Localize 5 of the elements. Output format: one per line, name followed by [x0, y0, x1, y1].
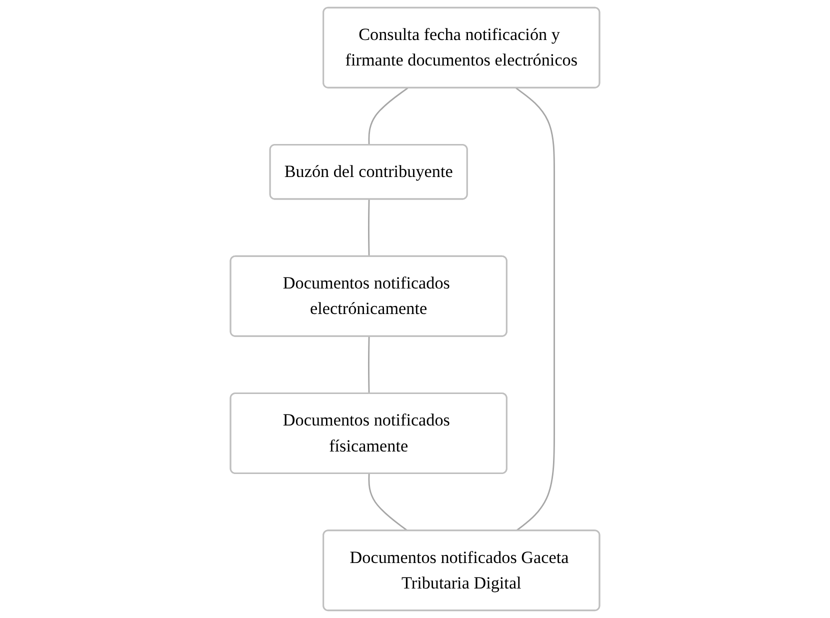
connector	[368, 474, 408, 532]
connector	[368, 336, 370, 394]
connector	[368, 199, 370, 257]
connector	[368, 88, 408, 146]
connector	[516, 88, 555, 532]
